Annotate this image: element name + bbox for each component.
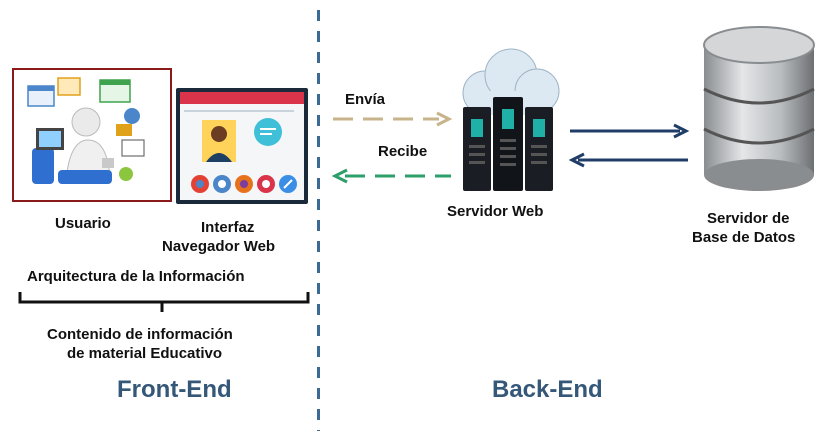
front-end-title: Front-End xyxy=(117,376,232,403)
browser-window-illustration xyxy=(176,88,308,204)
info-architecture-label: Arquitectura de la Información xyxy=(27,268,245,285)
receive-label: Recibe xyxy=(378,143,428,160)
user-illustration xyxy=(12,68,172,202)
back-end-title: Back-End xyxy=(492,376,603,403)
cloud-server-icon xyxy=(462,48,560,191)
send-label: Envía xyxy=(345,91,386,108)
to-database-arrow xyxy=(570,123,690,139)
browser-label-line1: Interfaz xyxy=(201,219,255,236)
database-cylinder-icon xyxy=(703,26,815,191)
user-computer-icon xyxy=(27,77,145,184)
front-back-divider xyxy=(317,10,320,431)
browser-label-line2: Navegador Web xyxy=(162,238,276,255)
content-label-line1: Contenido de información xyxy=(47,326,233,343)
content-label-line2: de material Educativo xyxy=(67,345,223,362)
from-database-arrow xyxy=(568,152,688,168)
receive-arrow xyxy=(331,168,451,184)
db-label-line2: Base de Datos xyxy=(692,229,796,246)
send-arrow xyxy=(333,111,453,127)
user-label: Usuario xyxy=(55,215,111,232)
browser-window-icon xyxy=(176,88,308,204)
db-label-line1: Servidor de xyxy=(707,210,790,227)
web-server-label: Servidor Web xyxy=(447,203,544,220)
bracket-shape xyxy=(18,292,310,312)
